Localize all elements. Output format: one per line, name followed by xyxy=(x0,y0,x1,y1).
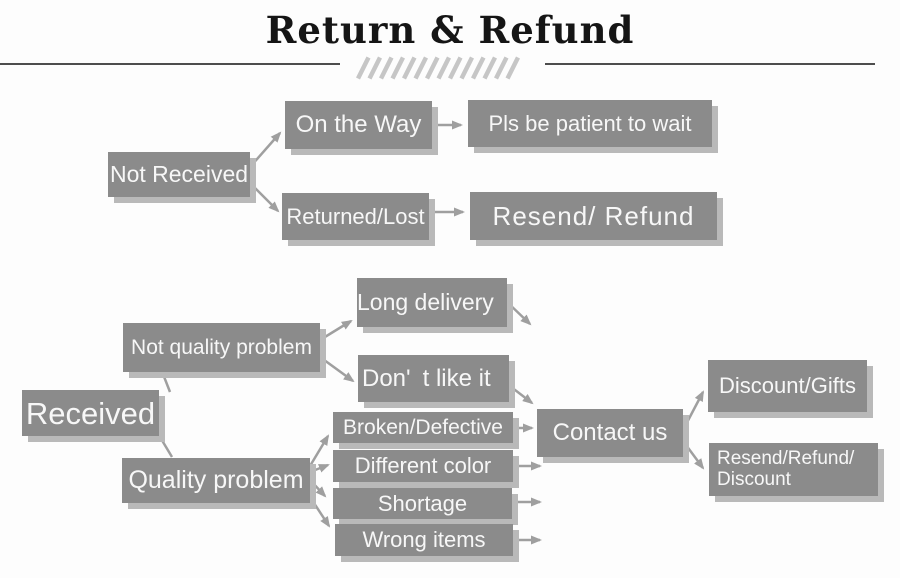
node-pls-be-patient-to-wait: Pls be patient to wait xyxy=(468,100,712,147)
node-contact-us: Contact us xyxy=(537,409,683,457)
title-hatch-marks xyxy=(355,56,521,80)
title-rule-left xyxy=(0,63,340,65)
node-label: Pls be patient to wait xyxy=(488,110,692,136)
flow-arrow xyxy=(309,479,327,498)
node-label: Returned/Lost xyxy=(286,203,425,229)
node-label: Shortage xyxy=(377,490,468,516)
flow-arrow xyxy=(158,436,174,458)
node-on-the-way: On the Way xyxy=(285,101,432,149)
node-label: Don' t like it xyxy=(362,364,491,392)
flow-arrow xyxy=(249,131,282,168)
node-label: Quality problem xyxy=(128,466,304,494)
node-returned-lost: Returned/Lost xyxy=(282,193,429,240)
node-label: Discount/Gifts xyxy=(719,373,856,398)
flow-arrow xyxy=(161,373,172,393)
flow-arrow xyxy=(319,319,353,342)
node-different-color: Different color xyxy=(333,450,513,482)
node-label-line2: Discount xyxy=(717,468,791,490)
node-resend-refund: Resend/ Refund xyxy=(470,192,717,240)
node-label: Resend/Refund/ Discount xyxy=(717,447,855,491)
page-title: Return & Refund xyxy=(265,8,635,52)
node-quality-problem: Quality problem xyxy=(122,458,310,503)
flow-arrow xyxy=(505,382,534,405)
flow-arrow xyxy=(681,440,705,470)
flow-arrow xyxy=(309,463,330,474)
node-label: Long delivery xyxy=(357,289,494,315)
node-not-received: Not Received xyxy=(108,152,250,197)
node-broken-defective: Broken/Defective xyxy=(333,412,513,443)
node-label-line1: Resend/Refund/ xyxy=(717,447,855,469)
flow-arrows xyxy=(158,120,705,545)
node-label: Resend/ Refund xyxy=(492,201,695,231)
flow-arrow xyxy=(249,182,280,213)
node-label: Wrong items xyxy=(362,527,486,552)
node-long-delivery: Long delivery xyxy=(357,278,507,327)
flow-arrow xyxy=(681,390,705,431)
node-label: Contact us xyxy=(552,419,668,446)
flow-arrow xyxy=(308,496,331,528)
node-label: Broken/Defective xyxy=(343,416,503,439)
node-received: Received xyxy=(22,390,159,436)
node-resend-refund-discount: Resend/Refund/ Discount xyxy=(709,443,878,496)
flow-arrow xyxy=(319,355,355,383)
node-shortage: Shortage xyxy=(333,488,512,519)
node-wrong-items: Wrong items xyxy=(335,524,513,556)
title-rule-right xyxy=(545,63,875,65)
flow-arrow xyxy=(308,434,330,467)
node-label: Not quality problem xyxy=(131,336,312,359)
node-label: Different color xyxy=(354,453,492,478)
node-dont-like-it: Don' t like it xyxy=(358,355,509,402)
node-label: On the Way xyxy=(295,111,422,138)
node-label: Not Received xyxy=(109,161,249,187)
node-discount-gifts: Discount/Gifts xyxy=(708,360,867,412)
flow-arrow xyxy=(506,301,532,326)
node-not-quality-problem: Not quality problem xyxy=(123,323,320,372)
node-label: Received xyxy=(25,395,156,431)
